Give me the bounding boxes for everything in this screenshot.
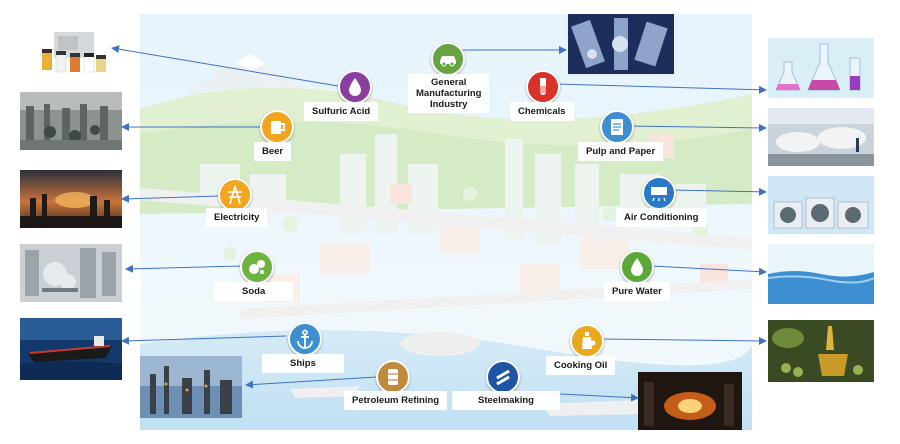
soda-bubbles-icon [240,250,274,284]
label-electricity: Electricity [206,208,268,227]
anchor-icon [288,322,322,356]
brewery-factory-photo [20,92,122,150]
bottling-line-photo [20,244,122,302]
olive-oil-photo [768,320,874,382]
label-steelmaking: Steelmaking [452,391,560,410]
lab-bottles-photo [38,26,110,78]
label-pure-water: Pure Water [604,282,670,301]
label-general-manufacturing: General Manufacturing Industry [408,74,490,113]
power-plant-sunset-photo [20,170,122,228]
acid-drop-icon [338,70,372,104]
refinery-photo [140,356,242,418]
car-icon [431,42,465,76]
air-conditioner-icon [642,176,676,210]
oil-barrel-icon [376,360,410,394]
power-tower-icon [218,178,252,212]
steel-furnace-photo [638,372,742,430]
test-tube-icon [526,70,560,104]
label-petroleum-refining: Petroleum Refining [344,391,448,410]
steel-beams-icon [486,360,520,394]
water-surface-photo [768,244,874,304]
label-cooking-oil: Cooking Oil [546,356,616,375]
label-pulp-and-paper: Pulp and Paper [578,142,664,161]
label-sulfuric-acid: Sulfuric Acid [304,102,379,121]
label-beer: Beer [254,142,292,161]
label-chemicals: Chemicals [510,102,574,121]
label-soda: Soda [214,282,294,301]
paper-mill-photo [768,108,874,166]
machinery-photo [568,14,674,74]
ac-units-photo [768,176,874,234]
paper-document-icon [600,110,634,144]
lab-flasks-photo [768,38,874,98]
tanker-ship-photo [20,318,122,380]
label-air-conditioning: Air Conditioning [616,208,707,227]
oil-bottle-icon [570,324,604,358]
water-drop-icon [620,250,654,284]
label-ships: Ships [262,354,344,373]
beer-mug-icon [260,110,294,144]
